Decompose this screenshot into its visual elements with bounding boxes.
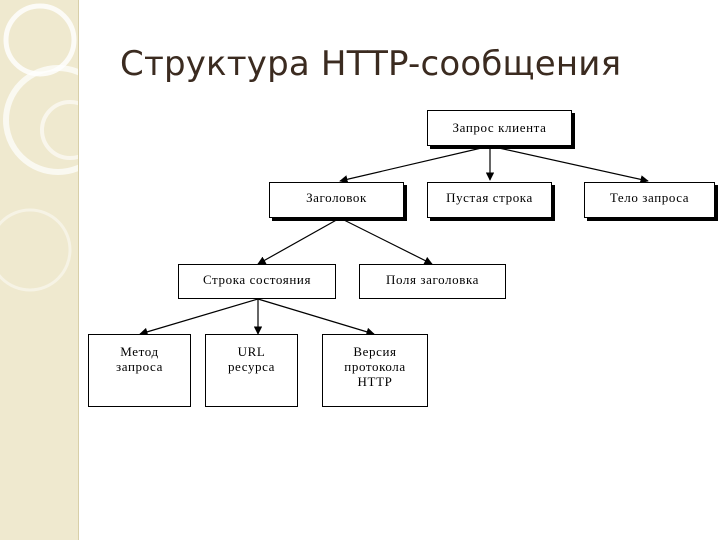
edge-root-header	[339, 145, 491, 184]
node-request-method: Метод запроса	[88, 334, 191, 407]
node-client-request: Запрос клиента	[427, 110, 572, 146]
edge-header-fields	[339, 217, 433, 265]
node-protocol-version: Версия протокола HTTP	[322, 334, 428, 407]
edge-header-status	[257, 217, 341, 265]
edge-root-body	[489, 145, 649, 184]
node-request-body: Тело запроса	[584, 182, 715, 218]
edge-status-method	[139, 298, 259, 336]
node-empty-line: Пустая строка	[427, 182, 552, 218]
decorative-circles	[0, 3, 78, 292]
edge-status-version	[257, 298, 375, 336]
node-header: Заголовок	[269, 182, 404, 218]
slide-title: Структура HTTP-сообщения	[120, 44, 622, 84]
slide-sidebar-decoration	[0, 0, 79, 540]
node-header-fields: Поля заголовка	[359, 264, 506, 299]
node-resource-url: URL ресурса	[205, 334, 298, 407]
node-status-line: Строка состояния	[178, 264, 336, 299]
